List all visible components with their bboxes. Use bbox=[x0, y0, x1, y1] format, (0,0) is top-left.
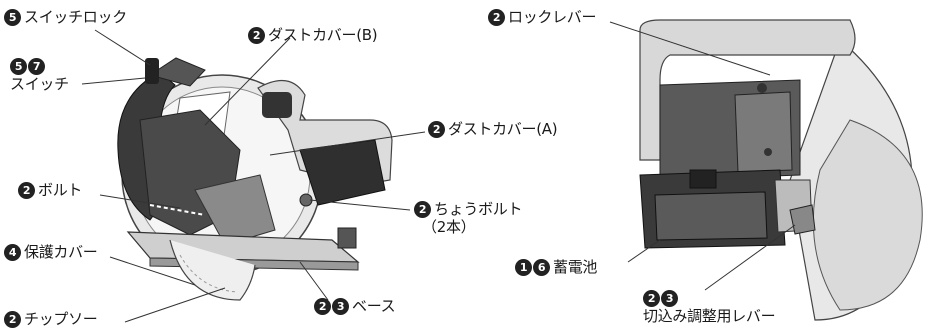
wing-bolt-note: （2本） bbox=[422, 218, 476, 236]
bolt-label: ボルト bbox=[38, 181, 83, 199]
callout-cut-depth-lever: 2 3 切込み調整用レバー bbox=[643, 290, 776, 325]
circular-saw-drawing bbox=[117, 57, 393, 301]
badge: 5 bbox=[10, 58, 27, 75]
callout-battery: 1 6 蓄電池 bbox=[515, 258, 597, 276]
dust-cover-a-label: ダストカバー(A) bbox=[448, 120, 558, 138]
callout-lock-lever: 2 ロックレバー bbox=[488, 8, 597, 26]
base-label: ベース bbox=[352, 297, 396, 315]
badge: 5 bbox=[4, 8, 21, 26]
leader-lines-left bbox=[81, 29, 426, 323]
badge: 2 bbox=[18, 181, 35, 199]
callout-switch-lock: 5 スイッチロック bbox=[4, 8, 127, 26]
badge: 3 bbox=[332, 297, 349, 315]
badge: 2 bbox=[314, 297, 331, 315]
badge: 3 bbox=[661, 290, 678, 307]
cut-depth-lever-label: 切込み調整用レバー bbox=[643, 307, 776, 325]
tip-saw-label: チップソー bbox=[24, 310, 98, 328]
lock-lever-label: ロックレバー bbox=[508, 8, 597, 26]
protective-cover-label: 保護カバー bbox=[24, 243, 98, 261]
callout-tip-saw: 2 チップソー bbox=[4, 310, 98, 328]
badge: 6 bbox=[533, 258, 550, 276]
badge: 2 bbox=[248, 26, 265, 44]
badge: 2 bbox=[488, 8, 505, 26]
callout-protective-cover: 4 保護カバー bbox=[4, 243, 98, 261]
badge: 1 bbox=[515, 258, 532, 276]
callout-switch: 5 7 スイッチ bbox=[10, 58, 69, 93]
rear-view-drawing bbox=[639, 19, 923, 321]
callout-bolt: 2 ボルト bbox=[18, 181, 82, 199]
badge: 2 bbox=[428, 120, 445, 138]
leader-lines-right bbox=[609, 21, 796, 291]
wing-bolt-label: ちょうボルト bbox=[434, 200, 523, 218]
battery-label: 蓄電池 bbox=[553, 258, 598, 276]
badge: 7 bbox=[28, 58, 45, 75]
badge: 4 bbox=[4, 243, 21, 261]
callout-base: 2 3 ベース bbox=[314, 297, 396, 315]
badge: 2 bbox=[4, 310, 21, 328]
callout-dust-cover-b: 2 ダストカバー(B) bbox=[248, 26, 378, 44]
switch-lock-label: スイッチロック bbox=[24, 8, 127, 26]
dust-cover-b-label: ダストカバー(B) bbox=[268, 26, 378, 44]
badge: 2 bbox=[414, 200, 431, 218]
callout-wing-bolt: 2 ちょうボルト （2本） bbox=[414, 200, 523, 236]
callout-dust-cover-a: 2 ダストカバー(A) bbox=[428, 120, 558, 138]
switch-label: スイッチ bbox=[10, 75, 69, 93]
badge: 2 bbox=[643, 290, 660, 307]
